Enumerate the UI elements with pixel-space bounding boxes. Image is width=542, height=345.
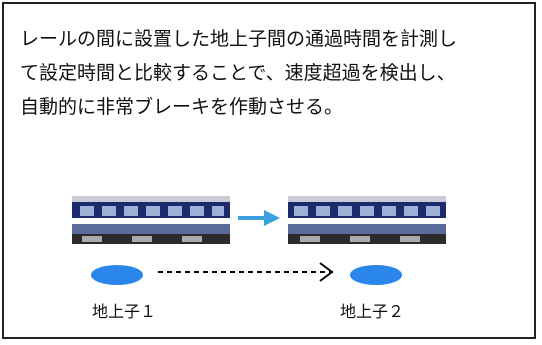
description-line-3: 自動的に非常ブレーキを作動させる。 <box>20 96 344 118</box>
description-line-1: レールの間に設置した地上子間の通過時間を計測し <box>20 28 458 50</box>
dashed-arrow <box>158 262 334 282</box>
train-right <box>288 196 446 244</box>
beacon-1-marker <box>91 265 143 285</box>
beacon-1-label: 地上子１ <box>92 302 157 321</box>
description-text: レールの間に設置した地上子間の通過時間を計測し て設定時間と比較することで、速度… <box>20 22 520 124</box>
beacon-2-label: 地上子２ <box>340 302 405 321</box>
description-line-2: て設定時間と比較することで、速度超過を検出し、 <box>20 62 456 84</box>
train-left <box>72 196 230 244</box>
motion-arrow <box>238 210 280 226</box>
content-frame <box>2 2 536 339</box>
beacon-2-marker <box>350 265 402 285</box>
